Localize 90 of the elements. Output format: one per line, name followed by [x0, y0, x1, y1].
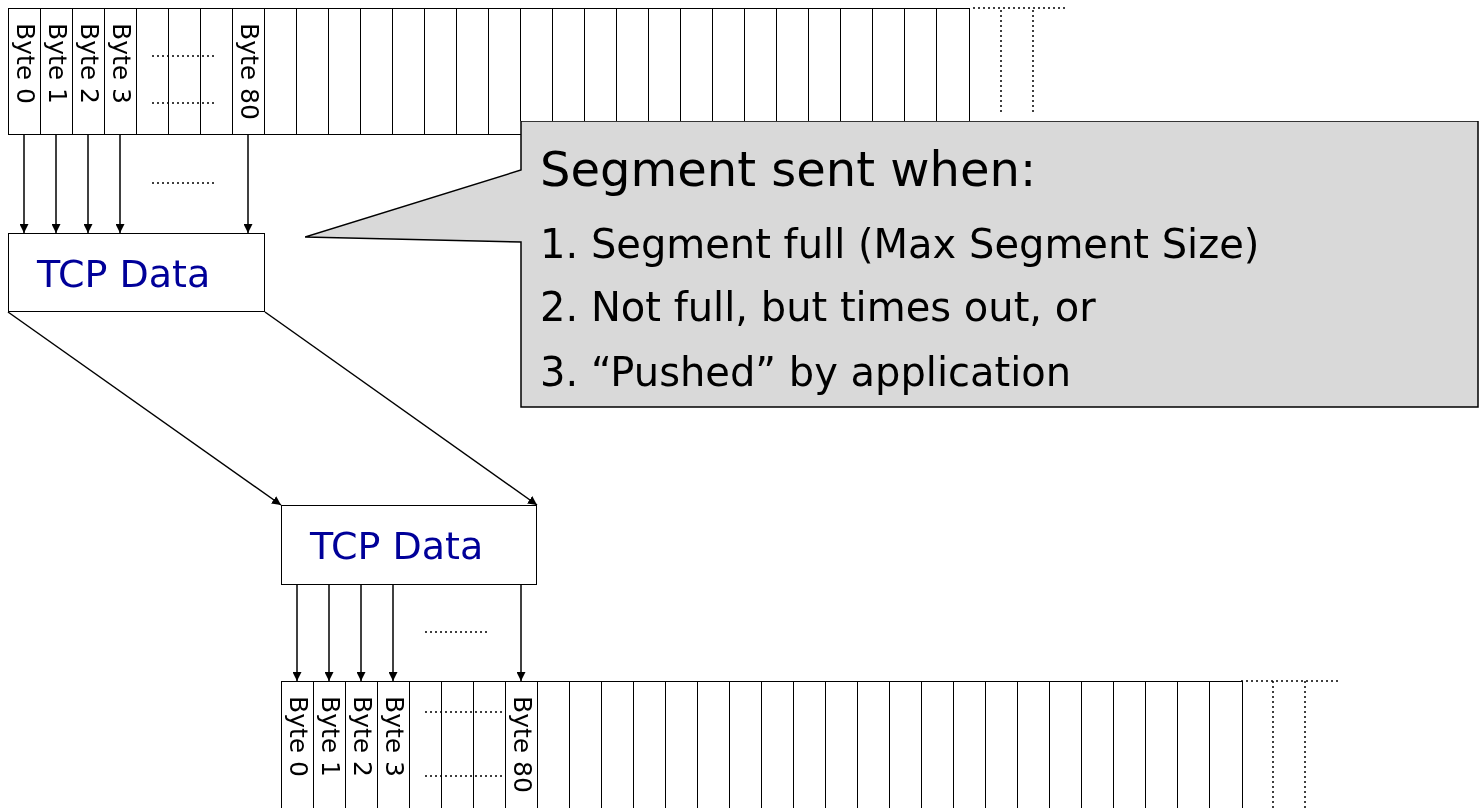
- list-item: 2. Not full, but times out, or: [540, 284, 1096, 330]
- memory-cell: [840, 8, 874, 121]
- arrow: [516, 584, 526, 682]
- list-item: 1. Segment full (Max Segment Size): [540, 221, 1260, 267]
- arrow: [324, 584, 334, 682]
- memory-cell: [1081, 681, 1115, 808]
- memory-cell: [296, 8, 330, 135]
- memory-cell: [569, 681, 603, 808]
- memory-cell: [424, 8, 458, 135]
- data-box: [8, 233, 265, 312]
- memory-cell: [473, 681, 507, 808]
- callout-heading: Segment sent when:: [540, 141, 1037, 197]
- memory-cell: [616, 8, 650, 121]
- memory-cell: [328, 8, 362, 135]
- memory-cell: [377, 681, 411, 808]
- memory-cell: [264, 8, 298, 135]
- memory-cell: [680, 8, 714, 121]
- data-box: [281, 505, 537, 585]
- memory-cell: [953, 681, 987, 808]
- memory-cell: [697, 681, 731, 808]
- memory-cell: [889, 681, 923, 808]
- arrow: [19, 134, 29, 234]
- memory-cell: [584, 8, 618, 121]
- byte-label: Byte 80: [507, 696, 536, 793]
- byte-label: Byte 80: [234, 23, 263, 120]
- memory-cell: [168, 8, 202, 135]
- memory-cell: [1049, 681, 1083, 808]
- memory-cell: [345, 681, 379, 808]
- memory-cell: [744, 8, 778, 121]
- memory-cell: [1209, 681, 1243, 808]
- byte-label: Byte 3: [106, 23, 135, 104]
- arrow: [115, 134, 125, 234]
- memory-cell: [936, 8, 970, 121]
- byte-label: Byte 1: [42, 23, 71, 104]
- list-item: 3. “Pushed” by application: [540, 349, 1072, 395]
- memory-cell: [1177, 681, 1211, 808]
- memory-cell: [488, 8, 522, 135]
- byte-label: Byte 0: [10, 23, 39, 104]
- memory-cell: [872, 8, 906, 121]
- memory-cell: [552, 8, 586, 121]
- memory-cell: [40, 8, 74, 135]
- memory-cell: [200, 8, 234, 135]
- memory-cell: [281, 681, 315, 808]
- memory-cell: [904, 8, 938, 121]
- memory-cell: [985, 681, 1019, 808]
- arrow: [7, 311, 282, 506]
- memory-cell: [505, 681, 539, 808]
- arrow: [388, 584, 398, 682]
- memory-cell: [1145, 681, 1179, 808]
- arrow: [292, 584, 302, 682]
- memory-cell: [537, 681, 571, 808]
- memory-cell: [793, 681, 827, 808]
- memory-cell: [808, 8, 842, 121]
- memory-cell: [360, 8, 394, 135]
- byte-label: Byte 3: [379, 696, 408, 777]
- arrow: [51, 134, 61, 234]
- memory-cell: [825, 681, 859, 808]
- memory-cell: [921, 681, 955, 808]
- memory-cell: [232, 8, 266, 135]
- memory-cell: [409, 681, 443, 808]
- arrow: [83, 134, 93, 234]
- memory-cell: [633, 681, 667, 808]
- memory-cell: [520, 8, 554, 121]
- memory-cell: [8, 8, 42, 135]
- byte-label: Byte 0: [283, 696, 312, 777]
- memory-cell: [729, 681, 763, 808]
- memory-cell: [665, 681, 699, 808]
- box-label: TCP Data: [310, 524, 484, 568]
- byte-label: Byte 1: [315, 696, 344, 777]
- memory-cell: [776, 8, 810, 121]
- memory-cell: [72, 8, 106, 135]
- memory-cell: [392, 8, 426, 135]
- memory-cell: [456, 8, 490, 135]
- memory-cell: [136, 8, 170, 135]
- memory-cell: [712, 8, 746, 121]
- byte-label: Byte 2: [347, 696, 376, 777]
- byte-label: Byte 2: [74, 23, 103, 104]
- memory-cell: [441, 681, 475, 808]
- memory-cell: [1017, 681, 1051, 808]
- arrow: [243, 134, 253, 234]
- memory-cell: [601, 681, 635, 808]
- memory-cell: [104, 8, 138, 135]
- memory-cell: [761, 681, 795, 808]
- arrow: [356, 584, 366, 682]
- memory-cell: [648, 8, 682, 121]
- box-label: TCP Data: [37, 252, 211, 296]
- arrow: [264, 311, 538, 506]
- memory-cell: [857, 681, 891, 808]
- memory-cell: [313, 681, 347, 808]
- memory-cell: [1113, 681, 1147, 808]
